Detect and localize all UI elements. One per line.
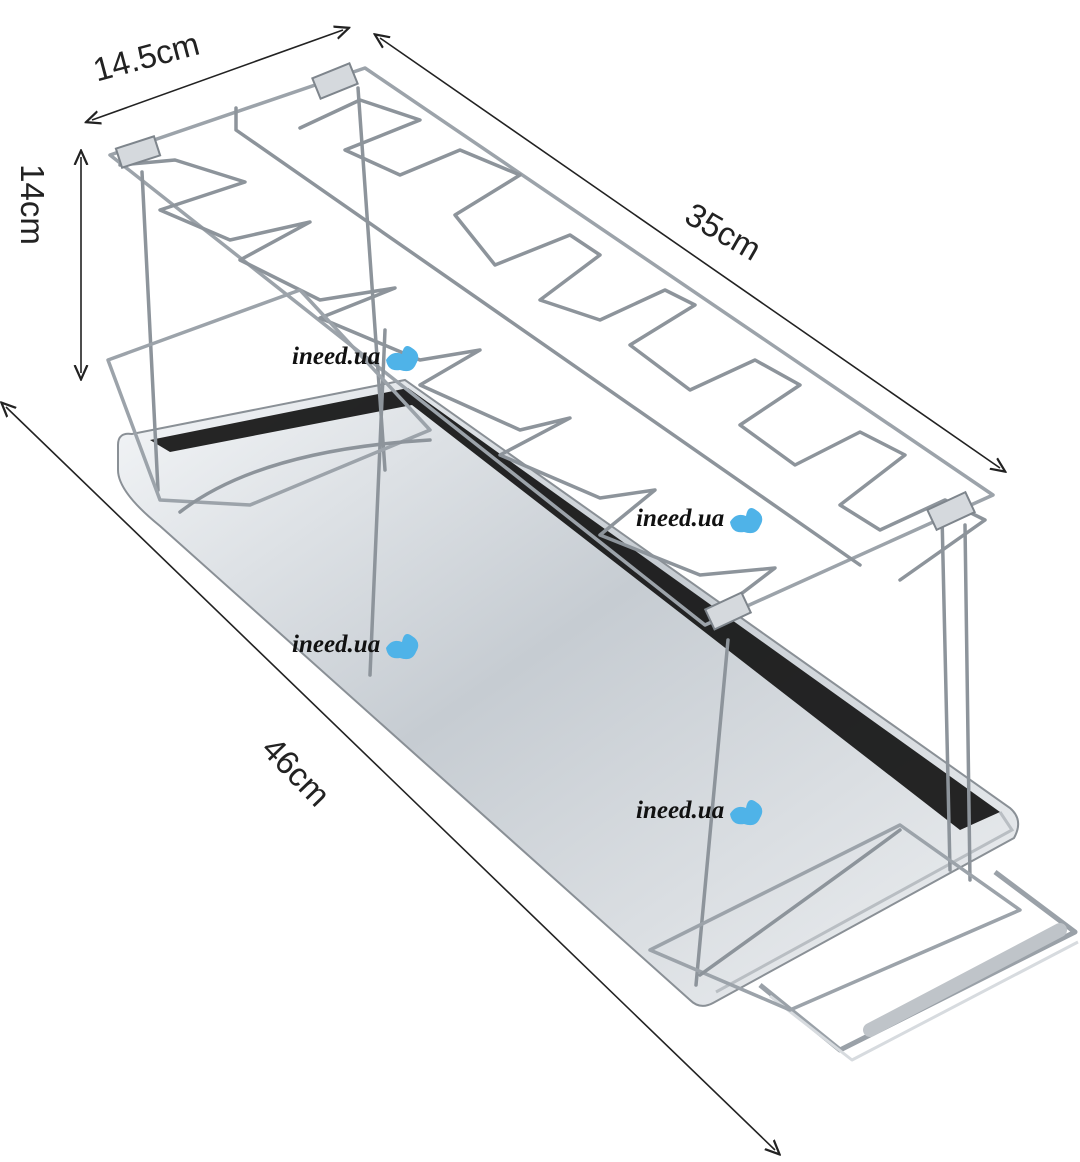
watermark-splash-icon [386, 634, 419, 660]
height-dimension-label: 14cm [13, 164, 51, 245]
watermark-text: ineed.ua [636, 797, 725, 824]
watermark: ineed.ua [292, 340, 422, 374]
watermark-splash-icon [386, 346, 419, 372]
watermark: ineed.ua [636, 794, 766, 828]
tray-handle [758, 870, 1079, 1062]
dimension-lines [6, 30, 1000, 1150]
drip-tray [117, 378, 1020, 1007]
watermark-splash-icon [730, 800, 763, 826]
watermark: ineed.ua [636, 502, 766, 536]
tray-dimension-line [6, 407, 775, 1150]
rack-dimension-line [380, 38, 1000, 468]
wire-rack [106, 66, 1022, 1012]
watermark-text: ineed.ua [292, 343, 381, 370]
watermark-text: ineed.ua [292, 631, 381, 658]
watermark: ineed.ua [292, 628, 422, 662]
watermark-text: ineed.ua [636, 505, 725, 532]
watermark-splash-icon [730, 508, 763, 534]
width-dimension-line [92, 30, 343, 120]
rack-clips [114, 62, 977, 631]
